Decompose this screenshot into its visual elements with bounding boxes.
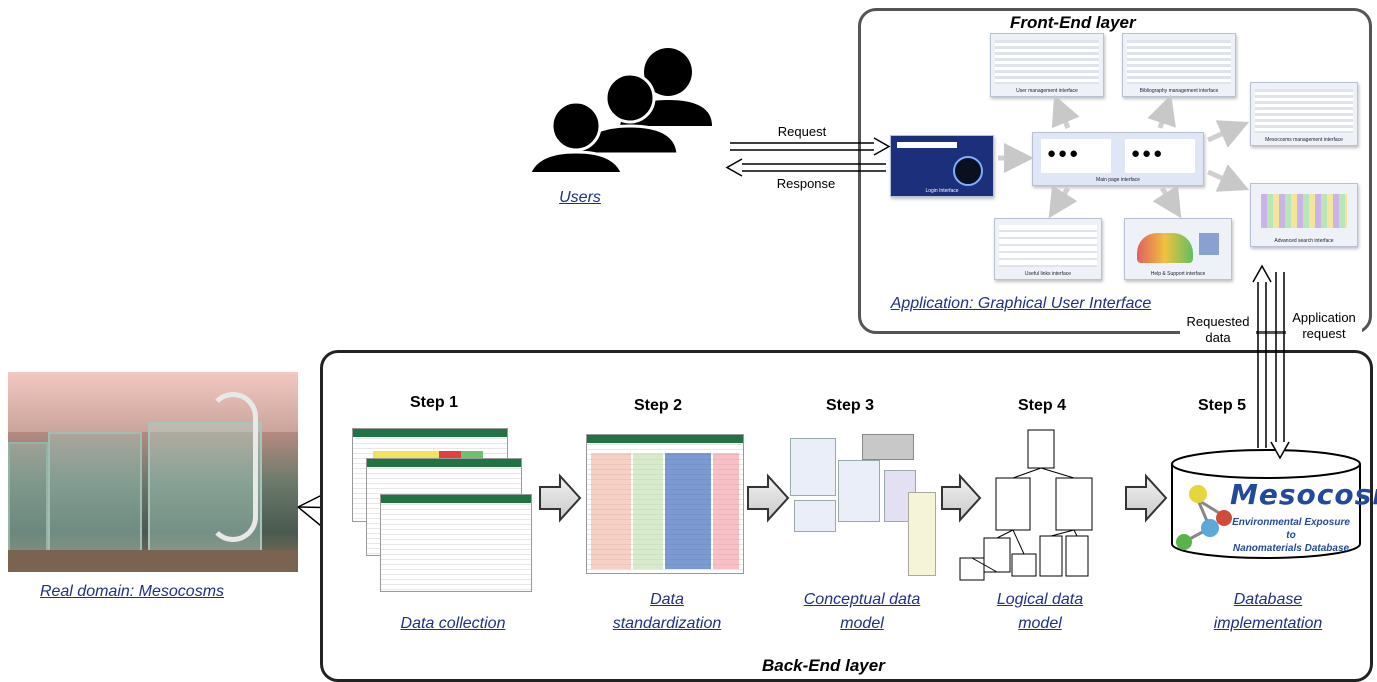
step-2-label: Data standardization bbox=[612, 591, 722, 632]
user-management-caption: User management interface bbox=[1016, 88, 1078, 94]
database-name: Mesocosm bbox=[1230, 478, 1377, 511]
users-label: Users bbox=[559, 189, 601, 206]
step-1-title: Step 1 bbox=[410, 394, 459, 411]
help-support-screenshot: Help & Support interface bbox=[1124, 218, 1232, 280]
real-domain-label: Real domain: Mesocosms bbox=[39, 583, 225, 600]
step-2-title: Step 2 bbox=[634, 397, 683, 414]
standardized-spreadsheet bbox=[586, 434, 744, 574]
users-icon bbox=[528, 48, 712, 172]
useful-links-caption: Useful links interface bbox=[1024, 271, 1072, 277]
bibliography-management-caption: Bibliography management interface bbox=[1139, 88, 1219, 94]
request-label: Request bbox=[777, 124, 827, 139]
advanced-search-caption: Advanced search interface bbox=[1274, 238, 1334, 244]
step-3-label: Conceptual data model bbox=[803, 591, 921, 632]
step-4-title: Step 4 bbox=[1018, 397, 1067, 414]
mesocosm-management-caption: Mesocosms management interface bbox=[1265, 137, 1343, 143]
mesocosm-photo bbox=[8, 372, 298, 572]
step-1-label: Data collection bbox=[400, 615, 506, 632]
requested-data-label: Requested data bbox=[1180, 314, 1256, 346]
user-management-screenshot: User management interface bbox=[990, 33, 1104, 97]
step-4-label: Logical data model bbox=[996, 591, 1084, 632]
step-5-label: Database implementation bbox=[1213, 591, 1323, 632]
spreadsheet-3 bbox=[380, 494, 532, 592]
main-page-caption: Main page interface bbox=[1096, 177, 1140, 183]
help-support-caption: Help & Support interface bbox=[1150, 271, 1206, 277]
front-end-title: Front-End layer bbox=[1010, 13, 1136, 32]
database-subtitle: Environmental Exposure to Nanomaterials … bbox=[1232, 517, 1350, 554]
login-screenshot: Login Interface bbox=[890, 135, 994, 197]
mesocosm-management-screenshot: Mesocosms management interface bbox=[1250, 82, 1358, 146]
step-3-title: Step 3 bbox=[826, 397, 875, 414]
step-5-title: Step 5 bbox=[1198, 397, 1247, 414]
gui-caption: Application: Graphical User Interface bbox=[890, 295, 1152, 312]
conceptual-model-diagram bbox=[790, 434, 936, 576]
bibliography-management-screenshot: Bibliography management interface bbox=[1122, 33, 1236, 97]
useful-links-screenshot: Useful links interface bbox=[994, 218, 1102, 280]
application-request-label: Application request bbox=[1286, 310, 1362, 342]
main-page-screenshot: ●●● ●●● Main page interface bbox=[1032, 132, 1204, 186]
advanced-search-screenshot: Advanced search interface bbox=[1250, 183, 1358, 247]
database-cylinder-icon bbox=[1171, 449, 1361, 559]
back-end-title: Back-End layer bbox=[762, 656, 885, 675]
response-label: Response bbox=[776, 176, 836, 191]
login-caption: Login Interface bbox=[925, 188, 959, 194]
logical-model-diagram bbox=[959, 429, 1093, 581]
